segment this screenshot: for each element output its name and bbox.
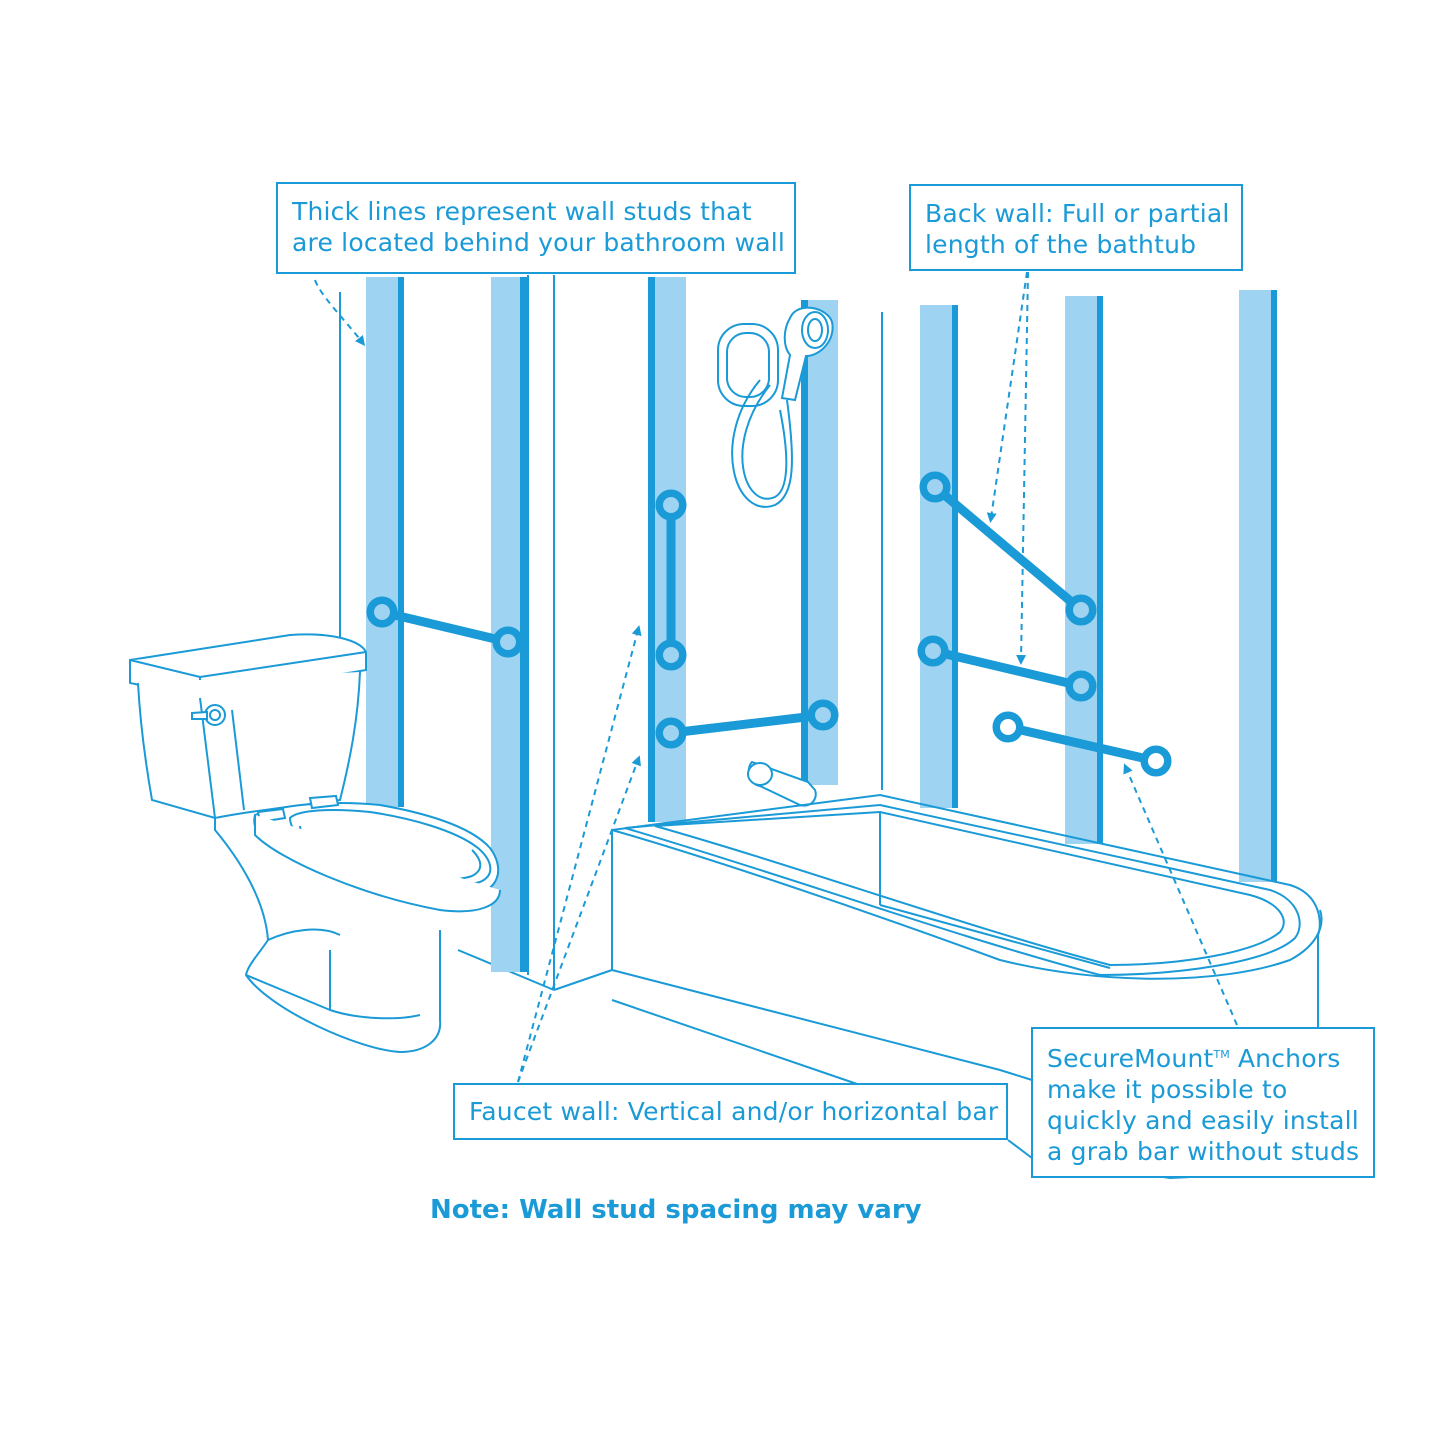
anchors-word: Anchors <box>1229 1044 1341 1073</box>
brand-name: SecureMount <box>1047 1044 1214 1073</box>
wall-stud-icon <box>1065 296 1103 844</box>
stud-spacing-note: Note: Wall stud spacing may vary <box>430 1195 922 1225</box>
handheld-shower-icon <box>717 306 834 508</box>
callout-studs-line-1: Thick lines represent wall studs that <box>292 197 752 226</box>
grab-bar-icon <box>655 699 839 749</box>
callout-back-line-2: length of the bathtub <box>925 230 1197 259</box>
grab-bar-icon <box>917 635 1097 702</box>
wall-stud-icon <box>1239 290 1277 882</box>
wall-stud-icon <box>491 277 527 972</box>
callout-studs-line-2: are located behind your bathroom wall <box>292 228 786 257</box>
callout-anchors-line-4: a grab bar without studs <box>1047 1137 1360 1166</box>
callout-wall-studs: Thick lines represent wall studs that ar… <box>276 182 796 274</box>
grab-bar-icon <box>655 489 687 671</box>
callout-back-line-1: Back wall: Full or partial <box>925 199 1230 228</box>
wall-stud-icon <box>920 305 958 808</box>
callout-anchors-line-2: make it possible to <box>1047 1075 1288 1104</box>
wall-studs <box>366 277 1277 972</box>
callout-faucet-wall: Faucet wall: Vertical and/or horizontal … <box>453 1083 1008 1140</box>
callout-securemount-anchors: SecureMountTM Anchors make it possible t… <box>1031 1027 1375 1178</box>
grab-bar-icon <box>992 711 1172 777</box>
leader-lines <box>314 271 1238 1083</box>
toilet-icon <box>129 633 501 1054</box>
callout-faucet-line-1: Faucet wall: Vertical and/or horizontal … <box>469 1097 999 1126</box>
callout-back-wall: Back wall: Full or partial length of the… <box>909 184 1243 271</box>
wall-stud-icon <box>366 277 404 807</box>
grab-bars <box>366 471 1172 777</box>
callout-anchors-line-1: SecureMountTM Anchors <box>1047 1039 1359 1074</box>
callout-anchors-line-3: quickly and easily install <box>1047 1106 1359 1135</box>
grab-bar-icon <box>366 596 524 658</box>
grab-bar-icon <box>919 471 1097 626</box>
trademark-mark: TM <box>1213 1048 1230 1061</box>
